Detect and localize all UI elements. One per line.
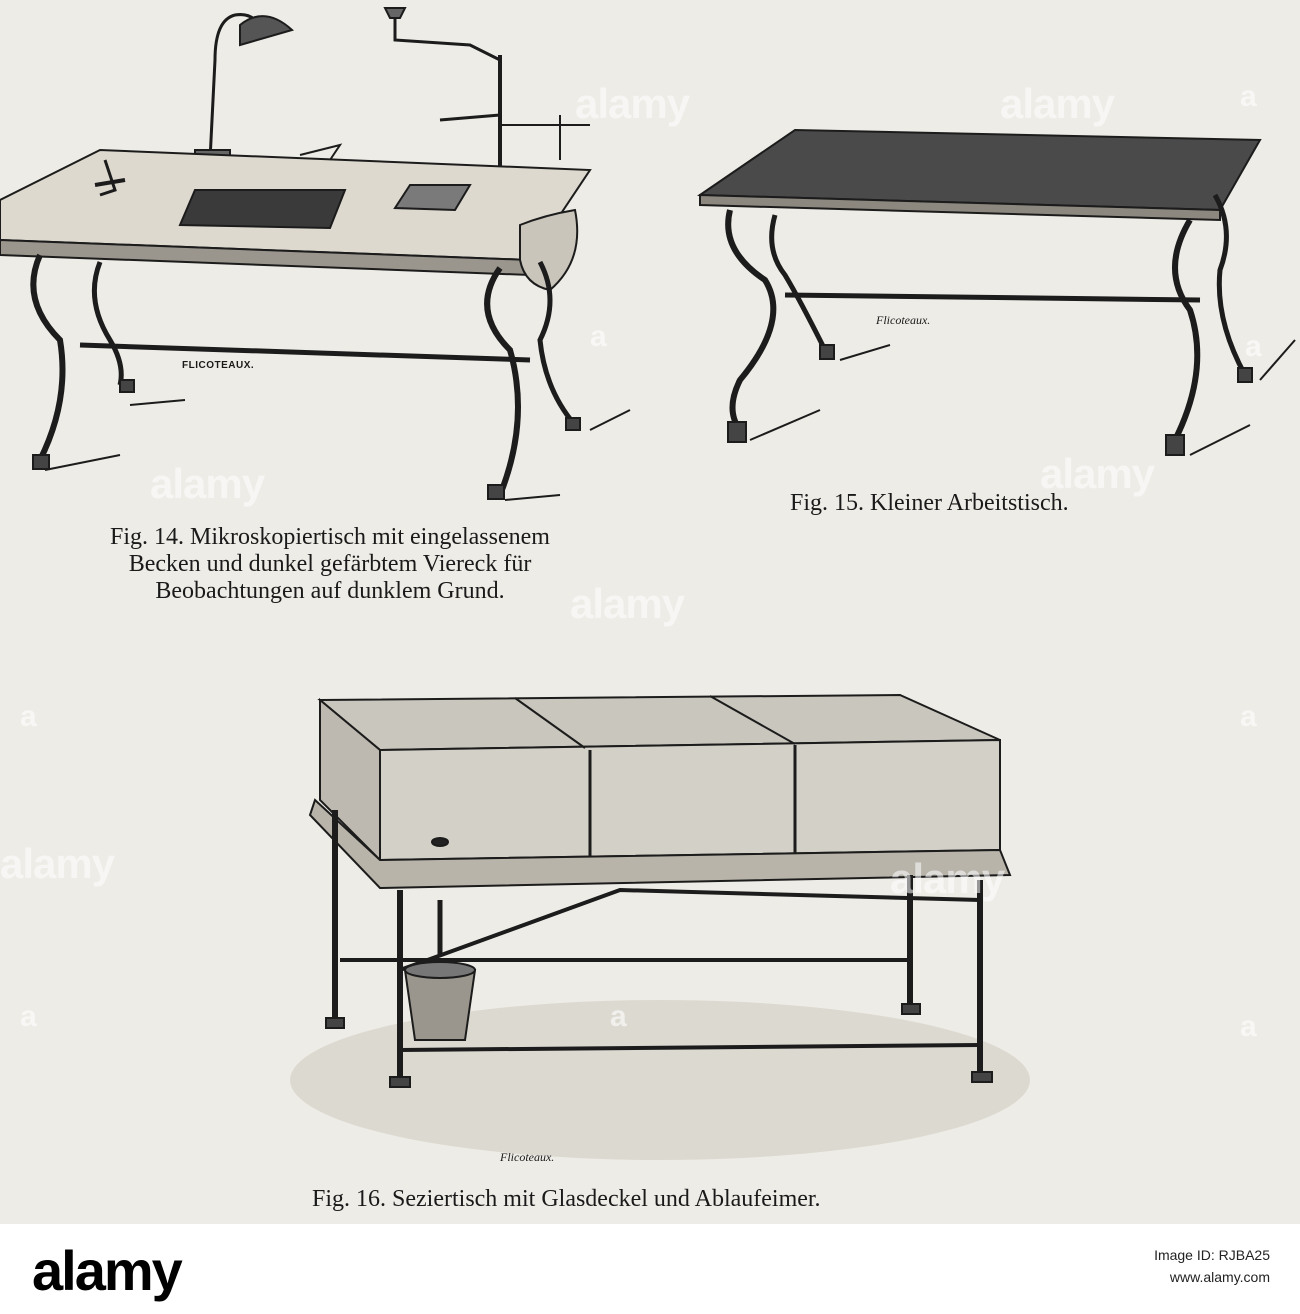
fig15-illustration xyxy=(696,128,1296,456)
watermark-word: alamy xyxy=(570,580,685,627)
document-page: FLICOTEAUX. Flicoteaux. xyxy=(0,7,1296,1212)
fig16-illustration xyxy=(290,693,1030,1160)
watermark-letter: a xyxy=(20,1000,37,1033)
watermark-letter: a xyxy=(20,700,37,733)
watermark-letter: a xyxy=(1240,700,1257,733)
fig14-illustration xyxy=(0,7,631,501)
fig15-caption: Fig. 15. Kleiner Arbeitstisch. xyxy=(790,490,1069,516)
fig16-maker-label: Flicoteaux. xyxy=(500,1150,555,1164)
stock-footer-bar: alamy Image ID: RJBA25 www.alamy.com xyxy=(0,1224,1300,1314)
fig14-maker-label: FLICOTEAUX. xyxy=(182,360,255,371)
watermark-letter: a xyxy=(1240,80,1257,113)
fig14-caption-line-3: Beobachtungen auf dunklem Grund. xyxy=(155,578,505,604)
site-url: www.alamy.com xyxy=(1169,1269,1270,1285)
fig15-maker-label: Flicoteaux. xyxy=(876,313,931,327)
alamy-logo: alamy xyxy=(32,1239,183,1302)
watermark-word: alamy xyxy=(150,460,265,507)
watermark-word: alamy xyxy=(1040,450,1155,497)
fig14-caption-line-2: Becken und dunkel gefärbtem Viereck für xyxy=(128,551,532,577)
watermark-letter: a xyxy=(590,320,607,353)
watermark-word: alamy xyxy=(890,855,1005,902)
watermark-word: alamy xyxy=(1000,80,1115,127)
fig14-caption-line-1: Fig. 14. Mikroskopiertisch mit eingelass… xyxy=(110,524,550,550)
watermark-letter: a xyxy=(1245,330,1262,363)
watermark-word: alamy xyxy=(0,840,115,887)
image-id-label: Image ID: RJBA25 xyxy=(1154,1247,1270,1263)
watermark-word: alamy xyxy=(575,80,690,127)
watermark-letter: a xyxy=(1240,1010,1257,1043)
fig14-caption: Fig. 14. Mikroskopiertisch mit eingelass… xyxy=(0,524,660,605)
watermark-letter: a xyxy=(610,1000,627,1033)
image-info: Image ID: RJBA25 www.alamy.com xyxy=(1154,1244,1270,1288)
fig16-caption: Fig. 16. Seziertisch mit Glasdeckel und … xyxy=(312,1186,821,1212)
